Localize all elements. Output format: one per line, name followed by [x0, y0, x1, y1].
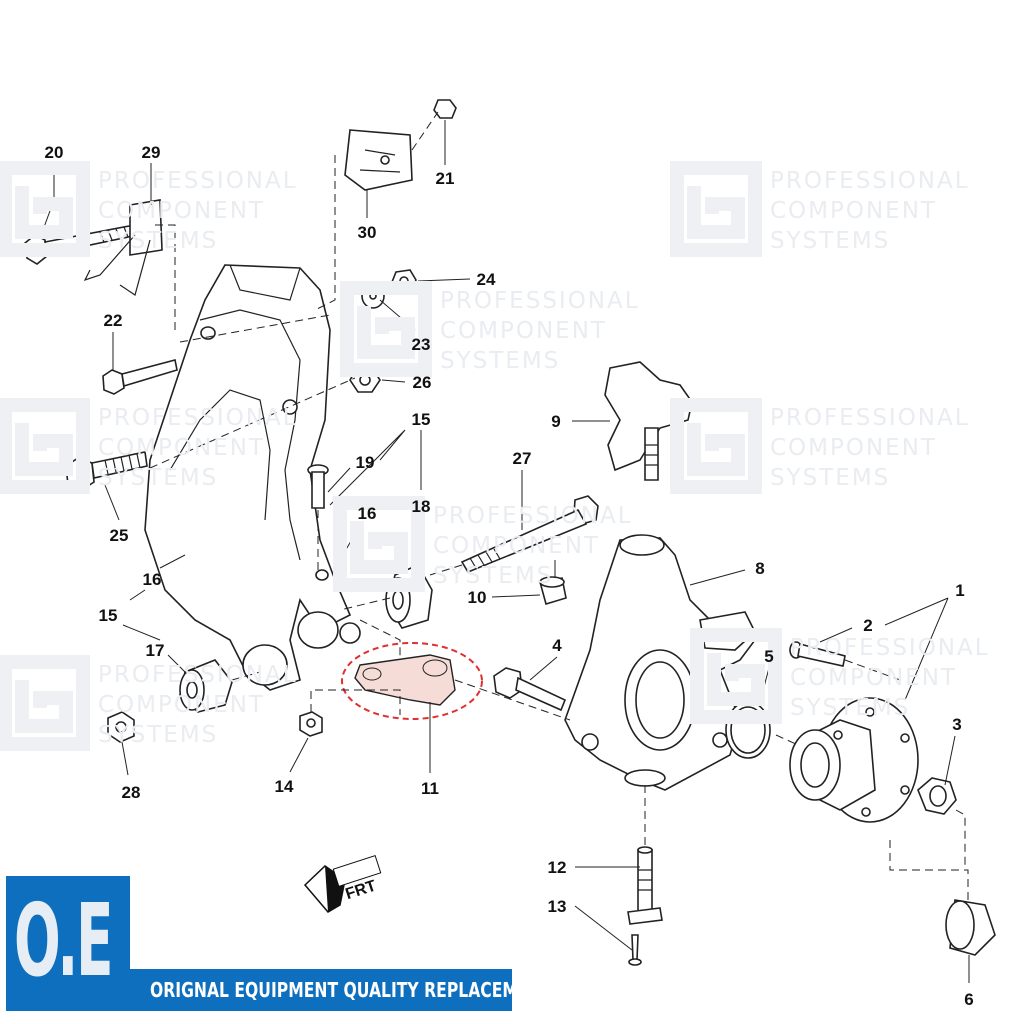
callout-15: 15 — [99, 606, 118, 625]
watermark: PROFESSIONAL COMPONENT SYSTEMS — [340, 281, 640, 377]
bolt-25 — [65, 451, 148, 491]
callout-16: 16 — [358, 504, 377, 523]
watermark: PROFESSIONAL COMPONENT SYSTEMS — [670, 161, 970, 257]
watermark-line3: SYSTEMS — [770, 465, 890, 491]
highlight-circle — [341, 642, 483, 720]
callout-12: 12 — [548, 858, 567, 877]
watermark-line1: PROFESSIONAL — [440, 288, 640, 314]
watermark-line2: COMPONENT — [770, 198, 937, 224]
nut-10 — [538, 576, 567, 606]
callout-5: 5 — [764, 647, 773, 666]
callout-14: 14 — [275, 777, 294, 796]
callout-26: 26 — [413, 373, 432, 392]
cap-6 — [945, 899, 996, 956]
callout-11: 11 — [421, 779, 439, 798]
callout-24: 24 — [477, 270, 496, 289]
steering-knuckle-8 — [564, 534, 756, 791]
callout-2: 2 — [863, 616, 872, 635]
callout-1: 1 — [955, 581, 964, 600]
watermark-line3: SYSTEMS — [770, 228, 890, 254]
nut-21 — [433, 99, 457, 119]
axle-nut-3 — [917, 777, 957, 815]
nut-28 — [107, 711, 135, 743]
bushing-18 — [385, 563, 433, 629]
bushing-17 — [179, 659, 233, 713]
callout-21: 21 — [436, 169, 455, 188]
bolt-22 — [102, 359, 178, 395]
clip-29 — [83, 199, 163, 296]
callout-9: 9 — [551, 412, 560, 431]
leader-lines — [39, 120, 970, 983]
callout-3: 3 — [952, 715, 961, 734]
watermark: PROFESSIONAL COMPONENT SYSTEMS — [670, 398, 970, 494]
watermark-line2: COMPONENT — [790, 665, 957, 691]
callout-4: 4 — [552, 636, 562, 655]
watermark-line1: PROFESSIONAL — [770, 168, 970, 194]
callout-28: 28 — [122, 783, 141, 802]
front-direction-marker: FRT — [303, 855, 382, 913]
watermark-line2: COMPONENT — [440, 318, 607, 344]
nut-24 — [391, 269, 417, 293]
snap-ring-5 — [725, 701, 771, 759]
watermark-line3: SYSTEMS — [433, 563, 553, 589]
watermark-line1: PROFESSIONAL — [98, 168, 298, 194]
oe-logo-text: O.E — [14, 882, 114, 999]
watermark-line2: COMPONENT — [770, 435, 937, 461]
assembly-lines — [149, 111, 969, 900]
watermark-line2: COMPONENT — [98, 198, 265, 224]
washer-23 — [361, 283, 385, 309]
callout-22: 22 — [104, 311, 123, 330]
bracket-30 — [344, 129, 413, 191]
subframe-bracket — [144, 264, 361, 691]
callout-29: 29 — [142, 143, 161, 162]
callout-30: 30 — [358, 223, 377, 242]
callout-13: 13 — [548, 897, 567, 916]
bolt-4 — [493, 667, 567, 712]
callout-18: 18 — [412, 497, 431, 516]
part-11-link — [341, 642, 483, 720]
screw-13 — [628, 934, 642, 966]
callout-10: 10 — [468, 588, 487, 607]
callout-23: 23 — [412, 335, 431, 354]
stud-19 — [307, 464, 329, 509]
watermark-line3: SYSTEMS — [440, 348, 560, 374]
wheel-bolt-2 — [789, 641, 846, 667]
callout-16: 16 — [143, 570, 162, 589]
callout-8: 8 — [755, 559, 764, 578]
nut-14 — [299, 711, 323, 737]
callout-15: 15 — [412, 410, 431, 429]
quality-banner-text: ORIGNAL EQUIPMENT QUALITY REPLACEMENT PA… — [150, 978, 602, 1002]
watermark-line1: PROFESSIONAL — [770, 405, 970, 431]
callout-19: 19 — [356, 453, 375, 472]
hub-bearing-1 — [789, 697, 919, 823]
callout-17: 17 — [146, 641, 165, 660]
callout-6: 6 — [964, 990, 973, 1009]
callout-labels: 20 29 21 30 24 22 23 26 15 9 19 27 18 16… — [45, 143, 974, 1009]
nut-26 — [349, 367, 381, 393]
oe-logo — [6, 876, 130, 1011]
callout-25: 25 — [110, 526, 129, 545]
bolt-12 — [627, 846, 663, 925]
quality-banner — [130, 969, 512, 1011]
ball-joint-9 — [604, 361, 693, 481]
watermark-line1: PROFESSIONAL — [433, 503, 633, 529]
bolt-27 — [460, 495, 599, 573]
callout-20: 20 — [45, 143, 64, 162]
callout-27: 27 — [513, 449, 532, 468]
